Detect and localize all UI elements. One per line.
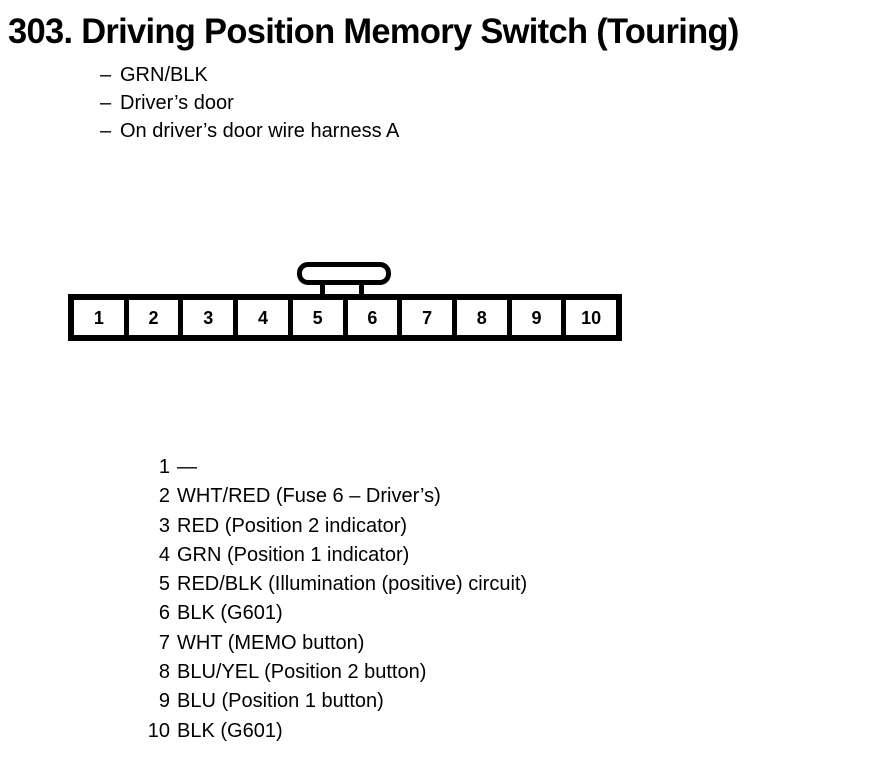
locking-tab-leg-right bbox=[359, 280, 364, 295]
pin-legend-description: WHT (MEMO button) bbox=[177, 631, 365, 654]
pin-legend-description: BLU/YEL (Position 2 button) bbox=[177, 661, 427, 684]
pin-legend-number: 1 bbox=[158, 456, 170, 478]
connector-pin-4: 4 bbox=[238, 300, 288, 335]
connector-pin-5: 5 bbox=[292, 300, 343, 335]
connector-pin-8: 8 bbox=[456, 300, 507, 335]
pin-legend-description: WHT/RED (Fuse 6 – Driver’s) bbox=[177, 485, 441, 508]
note-label: On driver’s door wire harness A bbox=[120, 120, 400, 142]
note-label: Driver’s door bbox=[120, 92, 234, 114]
pin-legend-number: 6 bbox=[158, 602, 170, 625]
connector-pin-6: 6 bbox=[347, 300, 398, 335]
note-item: – GRN/BLK bbox=[100, 64, 399, 92]
dash-marker: – bbox=[100, 64, 112, 86]
pin-legend-description: RED/BLK (Illumination (positive) circuit… bbox=[177, 573, 528, 596]
connector-pin-3: 3 bbox=[183, 300, 234, 335]
connector-pin-2: 2 bbox=[128, 300, 179, 335]
pin-legend-number: 3 bbox=[158, 514, 170, 537]
pin-legend-description: — bbox=[177, 456, 197, 478]
pin-legend-number: 7 bbox=[158, 631, 170, 654]
pin-legend-description: BLK (G601) bbox=[177, 719, 283, 742]
locking-tab-icon bbox=[297, 262, 391, 285]
pin-legend-row: 10 BLK (G601) bbox=[128, 720, 527, 749]
note-item: – Driver’s door bbox=[100, 92, 399, 120]
pin-legend-number: 5 bbox=[158, 573, 170, 596]
note-item: – On driver’s door wire harness A bbox=[100, 120, 399, 148]
connector-pin-10: 10 bbox=[566, 300, 617, 335]
pin-legend-description: BLK (G601) bbox=[177, 602, 283, 625]
notes-list: – GRN/BLK – Driver’s door – On driver’s … bbox=[100, 64, 399, 148]
pin-legend-row: 1 — bbox=[128, 456, 527, 485]
pin-legend-row: 2 WHT/RED (Fuse 6 – Driver’s) bbox=[128, 485, 527, 514]
pin-legend-row: 5 RED/BLK (Illumination (positive) circu… bbox=[128, 573, 527, 602]
locking-tab-leg-left bbox=[320, 280, 325, 295]
connector-diagram: 1 2 3 4 5 6 7 8 9 10 bbox=[68, 260, 628, 344]
connector-pin-7: 7 bbox=[402, 300, 452, 335]
dash-marker: – bbox=[100, 120, 112, 142]
page-title: 303. Driving Position Memory Switch (Tou… bbox=[8, 12, 739, 51]
pin-legend-row: 7 WHT (MEMO button) bbox=[128, 632, 527, 661]
pin-legend-row: 6 BLK (G601) bbox=[128, 602, 527, 631]
pin-legend-number: 4 bbox=[158, 543, 170, 566]
pin-legend-row: 3 RED (Position 2 indicator) bbox=[128, 515, 527, 544]
dash-marker: – bbox=[100, 92, 112, 114]
pin-legend-row: 8 BLU/YEL (Position 2 button) bbox=[128, 661, 527, 690]
pin-legend-number: 10 bbox=[147, 719, 170, 742]
pin-legend-number: 2 bbox=[158, 485, 170, 508]
pin-legend-description: GRN (Position 1 indicator) bbox=[177, 543, 410, 566]
pin-legend-number: 8 bbox=[158, 661, 170, 684]
connector-pin-1: 1 bbox=[74, 300, 124, 335]
connector-pin-9: 9 bbox=[511, 300, 562, 335]
note-label: GRN/BLK bbox=[120, 64, 208, 86]
pin-legend-description: RED (Position 2 indicator) bbox=[177, 514, 408, 537]
connector-body: 1 2 3 4 5 6 7 8 9 10 bbox=[68, 294, 622, 341]
pin-legend-row: 4 GRN (Position 1 indicator) bbox=[128, 544, 527, 573]
pin-legend-list: 1 — 2 WHT/RED (Fuse 6 – Driver’s) 3 RED … bbox=[128, 456, 527, 749]
pin-legend-row: 9 BLU (Position 1 button) bbox=[128, 690, 527, 719]
pin-legend-description: BLU (Position 1 button) bbox=[177, 690, 384, 713]
pin-legend-number: 9 bbox=[158, 690, 170, 713]
